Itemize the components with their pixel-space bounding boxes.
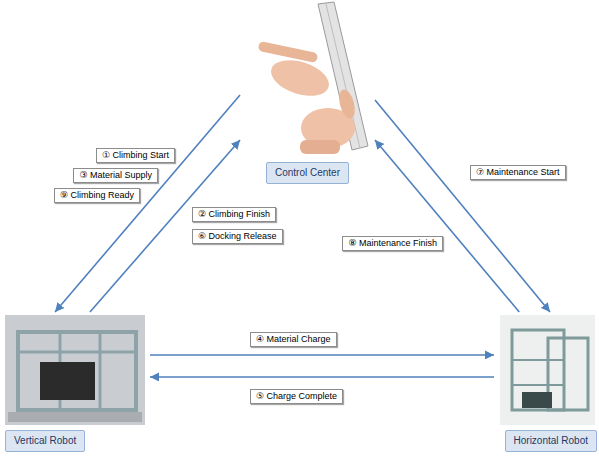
message-label: ② Climbing Finish <box>198 209 270 220</box>
photo-ground <box>5 315 145 425</box>
message-label: ③ Material Supply <box>79 170 152 181</box>
message-label: ④ Material Charge <box>256 334 331 345</box>
frame-bar <box>99 332 102 410</box>
node-label: Horizontal Robot <box>505 430 597 452</box>
message-tag: ⑦ Maintenance Start <box>470 165 566 180</box>
hand <box>267 54 334 103</box>
message-tag: ③ Material Supply <box>73 168 158 183</box>
message-tag: ⑧ Maintenance Finish <box>342 236 443 251</box>
flow-arrow <box>90 140 240 312</box>
message-label: ⑦ Maintenance Start <box>476 167 560 178</box>
vertical-robot-photo <box>5 315 145 425</box>
message-tag: ④ Material Charge <box>250 332 337 347</box>
tablet-hands-photo <box>258 2 368 154</box>
message-tag: ⑤ Charge Complete <box>250 389 343 404</box>
message-label: ⑤ Charge Complete <box>256 391 337 402</box>
message-tag: ⑨ Climbing Ready <box>54 188 140 203</box>
node-label: Control Center <box>266 162 349 184</box>
rail <box>8 412 142 422</box>
flow-arrow <box>55 95 240 312</box>
message-label: ① Climbing Start <box>102 150 169 161</box>
motor-block <box>40 362 95 400</box>
message-tag: ② Climbing Finish <box>192 207 276 222</box>
frame-bar <box>18 351 136 354</box>
frame <box>512 330 564 410</box>
horizontal-robot-photo <box>500 315 595 425</box>
frame <box>548 338 588 410</box>
photo-ground <box>500 315 595 425</box>
frame-bar <box>512 384 564 386</box>
robot-node: Control Center <box>240 2 375 184</box>
finger <box>258 41 319 63</box>
message-label: ⑥ Docking Release <box>198 231 277 242</box>
flow-arrow <box>150 354 494 356</box>
message-tag: ⑥ Docking Release <box>192 229 283 244</box>
node-label: Vertical Robot <box>5 430 85 452</box>
frame <box>18 332 136 410</box>
motor-block <box>522 392 552 408</box>
flow-arrow <box>150 376 494 378</box>
flow-arrow <box>375 100 550 312</box>
frame-bar <box>512 359 564 361</box>
robot-node: Vertical Robot <box>5 312 150 452</box>
robot-node: Horizontal Robot <box>494 312 597 452</box>
wrist <box>300 140 340 154</box>
message-label: ⑨ Climbing Ready <box>60 190 134 201</box>
message-label: ⑧ Maintenance Finish <box>348 238 437 249</box>
thumb <box>336 88 357 121</box>
message-tag: ① Climbing Start <box>96 148 175 163</box>
